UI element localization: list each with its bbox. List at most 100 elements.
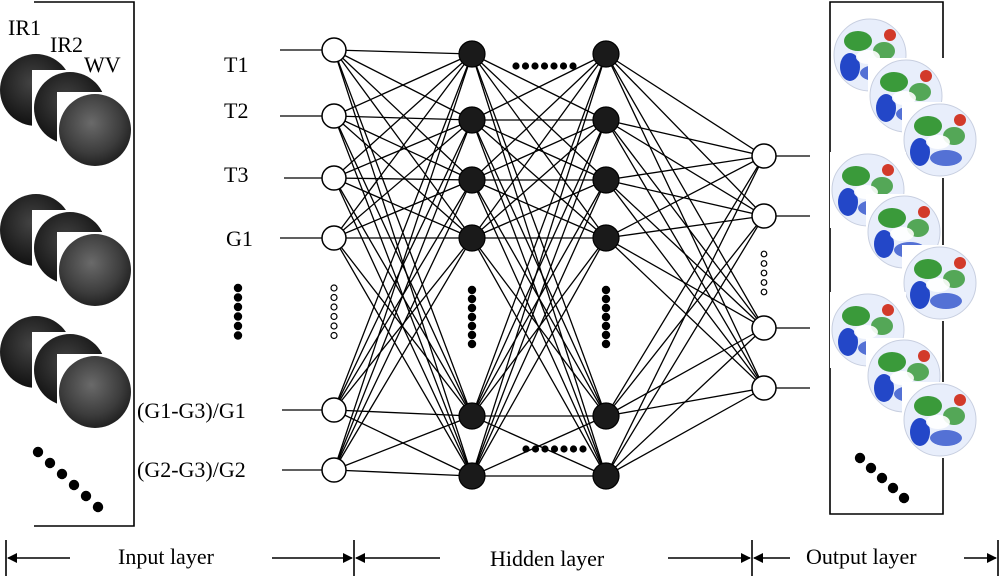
input-hidden-connection xyxy=(333,53,473,239)
hidden-hidden-connection xyxy=(471,53,607,477)
hidden-node xyxy=(592,224,620,252)
input-hidden-connection xyxy=(333,53,473,117)
hidden-hidden-connection xyxy=(471,237,607,477)
ellipsis-dot xyxy=(760,279,768,286)
globe-land xyxy=(880,72,908,92)
input-node xyxy=(321,165,347,191)
globe-cloud-blue xyxy=(910,281,930,309)
hidden-output-connection xyxy=(605,119,765,329)
hidden-node xyxy=(592,40,620,68)
grayscale-disk-icon xyxy=(59,356,131,428)
ellipsis-dot xyxy=(760,250,768,258)
input-hidden-connection xyxy=(333,53,473,471)
ellipsis-dot xyxy=(865,462,877,474)
ellipsis-dot xyxy=(579,445,587,453)
hidden-output-connection xyxy=(605,119,765,157)
globe-land xyxy=(842,306,870,326)
input-node xyxy=(321,103,347,129)
hidden-hidden-connection xyxy=(471,179,607,477)
globe-hot-red xyxy=(882,304,894,316)
input-hidden-connection xyxy=(333,237,473,417)
globe-hot-red xyxy=(920,70,932,82)
ellipsis-dot xyxy=(898,492,910,504)
globe-hot-red xyxy=(884,29,896,41)
ellipsis-dot xyxy=(601,339,611,349)
hidden-hidden-connection xyxy=(471,119,607,417)
hidden-hidden-connection xyxy=(471,179,607,239)
ellipsis-dot xyxy=(56,468,68,480)
input-hidden-connection xyxy=(333,49,473,181)
ellipsis-dot xyxy=(887,482,899,494)
ellipsis-dot xyxy=(233,302,243,312)
input-hidden-connection xyxy=(333,53,473,179)
ellipsis-dot xyxy=(32,446,44,458)
output-images-ellipsis xyxy=(854,452,910,504)
network-nodes xyxy=(233,37,777,490)
ellipsis-dot xyxy=(569,445,578,453)
ellipsis-dot xyxy=(601,294,611,304)
globe-land xyxy=(844,31,872,51)
globe-hot-red xyxy=(918,350,930,362)
globe-cloud xyxy=(892,91,916,105)
ellipsis-dot xyxy=(233,331,243,340)
input-image-frame xyxy=(34,1,135,527)
ellipsis-dot xyxy=(531,62,539,70)
ellipsis-dot xyxy=(233,312,243,321)
globe-hot-red xyxy=(954,114,966,126)
globe-land xyxy=(878,208,906,228)
ellipsis-dot xyxy=(559,62,568,70)
input-hidden-connection xyxy=(333,49,473,55)
ellipsis-dot xyxy=(601,285,611,295)
network-connections xyxy=(280,49,810,477)
globe-land xyxy=(914,116,942,136)
ellipsis-dot xyxy=(467,303,477,313)
ellipsis-dot xyxy=(233,321,243,331)
globe-cloud-blue xyxy=(874,230,894,258)
output-node xyxy=(751,203,777,229)
ellipsis-dot xyxy=(233,283,243,293)
hidden-hidden-connection xyxy=(471,53,607,417)
globe-hot-red xyxy=(918,206,930,218)
output-globe-stack xyxy=(830,17,978,458)
globe-land xyxy=(878,352,906,372)
ellipsis-dot xyxy=(330,293,338,302)
input-node xyxy=(321,37,347,63)
input-hidden-connection xyxy=(333,179,473,239)
hidden-node xyxy=(458,402,486,430)
ellipsis-dot xyxy=(330,284,338,292)
hidden-output-connection xyxy=(605,53,765,329)
hidden-hidden-connection xyxy=(471,119,607,239)
input-label-t1: T1 xyxy=(224,52,248,77)
ellipsis-dot xyxy=(330,331,338,340)
input-hidden-connection xyxy=(333,119,473,411)
input-node xyxy=(321,457,347,483)
hidden-output-connection xyxy=(605,237,765,389)
globe-cloud-blue xyxy=(930,430,962,446)
input-images-ellipsis xyxy=(32,446,104,513)
ellipsis-dot xyxy=(467,294,477,304)
hidden-output-connection xyxy=(605,53,765,389)
input-label-t3: T3 xyxy=(224,162,248,187)
hidden-node xyxy=(458,166,486,194)
input-label-g2-g3-ratio: (G2-G3)/G2 xyxy=(137,457,246,482)
hidden-output-connection xyxy=(605,387,765,477)
globe-cloud-blue xyxy=(876,94,896,122)
output-node xyxy=(751,143,777,169)
ellipsis-dot xyxy=(854,452,866,464)
layer-label-hidden: Hidden layer xyxy=(490,546,605,571)
input-hidden-connection xyxy=(333,179,473,471)
ellipsis-dot xyxy=(80,490,92,502)
ellipsis-dot xyxy=(550,445,559,453)
ellipsis-dot xyxy=(531,445,540,453)
input-label-g1-g3-ratio: (G1-G3)/G1 xyxy=(137,398,246,423)
globe-cloud-blue xyxy=(838,328,858,356)
image-label-ir2: IR2 xyxy=(50,32,83,57)
hidden-hidden-connection xyxy=(471,53,607,181)
globe-cloud xyxy=(926,135,950,149)
hidden-hidden-connection xyxy=(471,119,607,477)
hidden-node xyxy=(458,40,486,68)
input-hidden-connection xyxy=(333,115,473,121)
globe-hot-red xyxy=(954,257,966,269)
satellite-image-stack xyxy=(0,52,133,430)
